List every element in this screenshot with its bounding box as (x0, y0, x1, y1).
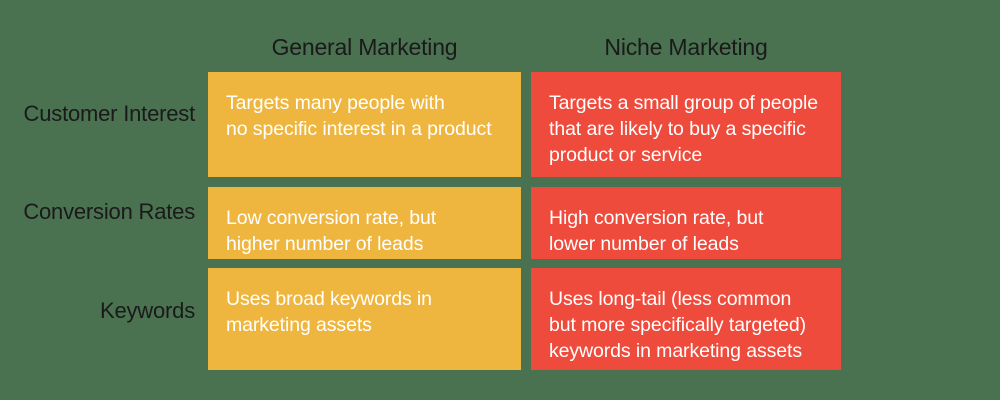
cell-customer-interest-niche: Targets a small group of people that are… (531, 72, 841, 177)
column-header-general-marketing: General Marketing (271, 34, 458, 60)
cell-conversion-rates-niche: High conversion rate, but lower number o… (531, 187, 841, 259)
row-label-keywords: Keywords (100, 298, 195, 323)
cell-customer-interest-general: Targets many people with no specific int… (208, 72, 521, 177)
row-label-customer-interest: Customer Interest (23, 101, 196, 126)
cell-conversion-rates-general: Low conversion rate, but higher number o… (208, 187, 521, 259)
row-label-conversion-rates: Conversion Rates (23, 199, 195, 224)
cell-keywords-general: Uses broad keywords in marketing assets (208, 268, 521, 370)
cell-keywords-niche: Uses long-tail (less common but more spe… (531, 268, 841, 370)
column-header-niche-marketing: Niche Marketing (604, 34, 768, 60)
